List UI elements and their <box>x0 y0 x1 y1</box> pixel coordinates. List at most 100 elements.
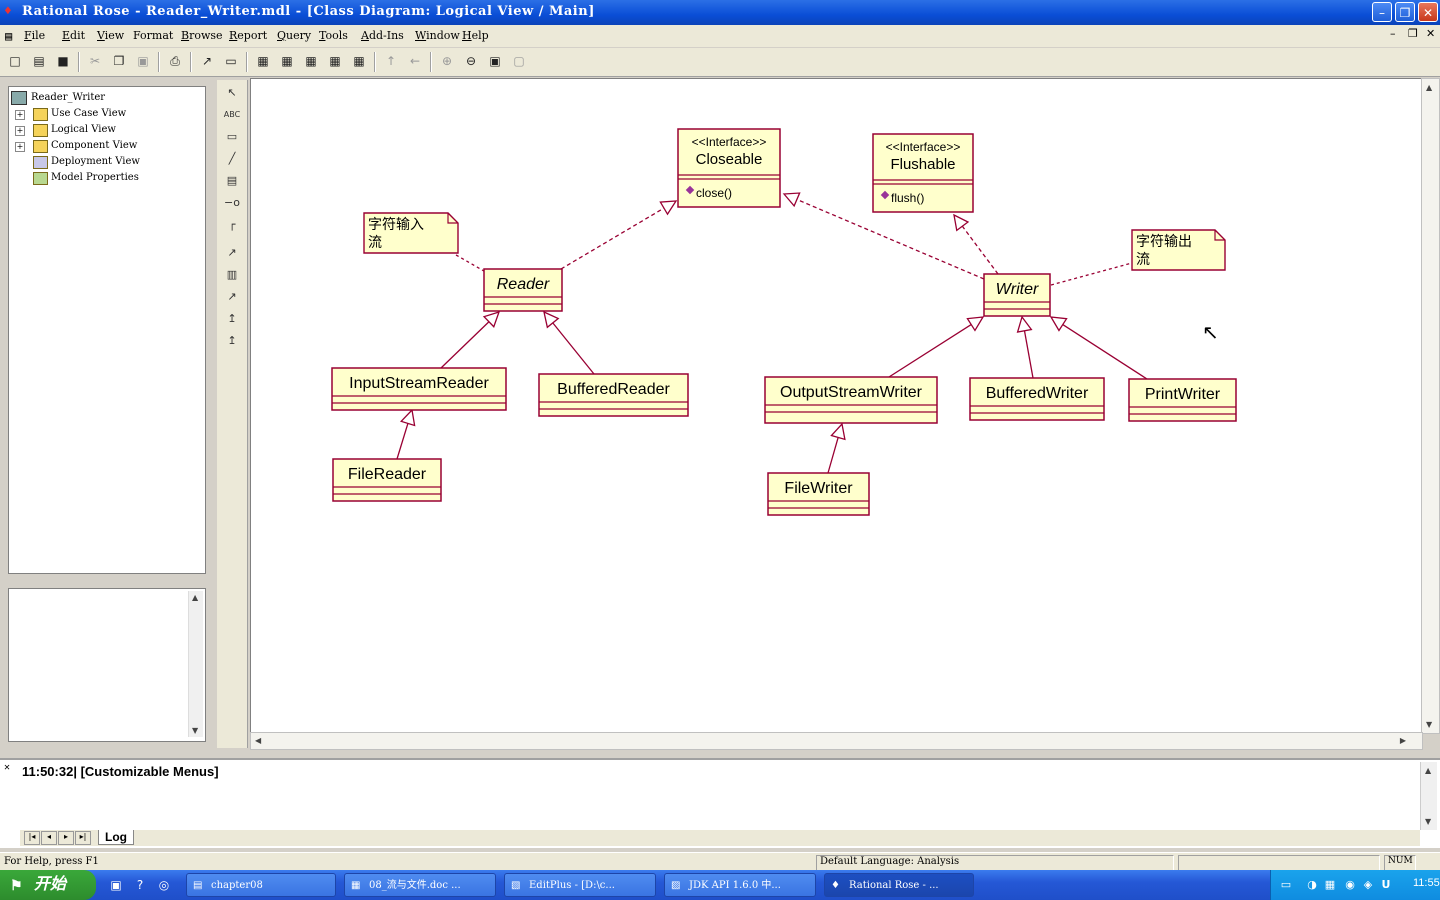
realize-tool-icon[interactable]: ↥ <box>227 334 237 347</box>
menu-edit[interactable]: Edit <box>62 29 85 42</box>
documentation-pane[interactable]: ▲ ▼ <box>8 588 206 742</box>
browse-interaction-diagram-icon[interactable]: ▦ <box>281 54 293 68</box>
taskbar-button[interactable]: ▧EditPlus - [D:\c... <box>504 873 656 897</box>
class-bufferedwriter[interactable]: BufferedWriter <box>969 377 1105 421</box>
menu-window[interactable]: Window <box>415 29 460 42</box>
save-icon[interactable]: ■ <box>57 54 69 68</box>
menu-help[interactable]: Help <box>462 29 489 42</box>
shield-icon[interactable]: ◈ <box>1363 878 1373 891</box>
browse-parent-icon[interactable]: ↑ <box>385 54 397 68</box>
menu-query[interactable]: Query <box>277 29 311 42</box>
help-icon[interactable]: ? <box>136 878 144 892</box>
text-box-tool-icon[interactable]: ABC <box>223 110 241 119</box>
package-tool-icon[interactable]: ▥ <box>226 268 238 281</box>
class-bufferedreader[interactable]: BufferedReader <box>538 373 689 417</box>
taskbar-button[interactable]: ▤chapter08 <box>186 873 336 897</box>
close-button[interactable]: ✕ <box>1418 2 1438 22</box>
generalize-bufferedreader-reader[interactable] <box>543 310 595 375</box>
note-anchor-output[interactable] <box>1050 262 1133 286</box>
restore-button[interactable]: ❐ <box>1395 2 1415 22</box>
update-icon[interactable]: U <box>1381 878 1391 891</box>
rational-rose-icon[interactable]: ♦ <box>4 4 12 19</box>
class-filereader[interactable]: FileReader <box>332 458 442 502</box>
scroll-down-icon[interactable]: ▼ <box>1426 720 1433 729</box>
document-icon[interactable]: ▤ <box>5 29 13 43</box>
dependency-tool-icon[interactable]: ↗ <box>227 290 237 303</box>
child-minimize-button[interactable]: – <box>1390 27 1396 40</box>
show-desktop-icon[interactable]: ▣ <box>110 878 122 892</box>
unidirectional-association-tool-icon[interactable]: ↗ <box>227 246 237 259</box>
copy-icon[interactable]: ❐ <box>113 54 125 68</box>
browser-tree[interactable]: Reader_Writer +Use Case View+Logical Vie… <box>8 86 206 574</box>
view-documentation-icon[interactable]: ▭ <box>225 54 237 68</box>
canvas-vertical-scrollbar[interactable]: ▲ ▼ <box>1421 78 1440 734</box>
log-scrollbar[interactable]: ▲ ▼ <box>1420 762 1437 830</box>
expand-icon[interactable]: + <box>15 110 25 120</box>
selection-tool-icon[interactable]: ↖ <box>227 86 237 99</box>
fit-in-window-icon[interactable]: ▣ <box>489 54 501 68</box>
log-close-icon[interactable]: ✕ <box>4 762 11 773</box>
menu-tools[interactable]: Tools <box>319 29 348 42</box>
generalize-outputstreamwriter-writer[interactable] <box>888 316 985 378</box>
generalize-inputstreamreader-reader[interactable] <box>440 310 501 369</box>
realize-reader-closeable[interactable] <box>560 200 678 270</box>
browse-deployment-diagram-icon[interactable]: ▦ <box>329 54 341 68</box>
note-tool-icon[interactable]: ▭ <box>226 130 238 143</box>
log-nav-button[interactable]: ▸ <box>58 831 74 845</box>
note-anchor-input[interactable] <box>455 254 485 272</box>
browse-previous-icon[interactable]: ← <box>409 54 421 68</box>
browse-component-diagram-icon[interactable]: ▦ <box>305 54 317 68</box>
class-reader[interactable]: Reader <box>483 268 563 312</box>
menu-file[interactable]: File <box>24 29 45 42</box>
log-nav-button[interactable]: |◂ <box>24 831 40 845</box>
anchor-note-tool-icon[interactable]: ╱ <box>228 152 236 165</box>
generalization-tool-icon[interactable]: ↥ <box>227 312 237 325</box>
log-tab[interactable]: Log <box>98 830 134 845</box>
taskbar-button[interactable]: ▦08_流与文件.doc ... <box>344 873 496 897</box>
scroll-left-icon[interactable]: ◀ <box>255 736 262 745</box>
child-close-button[interactable]: ✕ <box>1426 27 1436 40</box>
scroll-down-icon[interactable]: ▼ <box>1425 817 1432 826</box>
paste-icon[interactable]: ▣ <box>137 54 149 68</box>
class-tool-icon[interactable]: ▤ <box>226 174 238 187</box>
ime-icon[interactable]: ◑ <box>1307 878 1317 891</box>
open-folder-icon[interactable]: ▤ <box>33 54 45 68</box>
taskbar-button[interactable]: ▨JDK API 1.6.0 中... <box>664 873 816 897</box>
tree-item-deployment-view[interactable]: Deployment View <box>9 155 199 171</box>
realize-writer-flushable[interactable] <box>953 213 999 275</box>
scroll-up-icon[interactable]: ▲ <box>1425 766 1432 775</box>
menu-report[interactable]: Report <box>229 29 267 42</box>
class-printwriter[interactable]: PrintWriter <box>1128 378 1237 422</box>
keyboard-icon[interactable]: ▭ <box>1280 878 1292 891</box>
scroll-right-icon[interactable]: ▶ <box>1399 736 1406 745</box>
tree-item-logical-view[interactable]: +Logical View <box>9 123 199 139</box>
tree-item-use-case-view[interactable]: +Use Case View <box>9 107 199 123</box>
zoom-out-icon[interactable]: ⊖ <box>465 54 477 68</box>
scroll-up-icon[interactable]: ▲ <box>1426 83 1433 92</box>
diagram-svg[interactable]: <<Interface>>Closeableclose()<<Interface… <box>251 79 1421 733</box>
scroll-up-icon[interactable]: ▲ <box>192 593 199 602</box>
cut-icon[interactable]: ✂ <box>89 54 101 68</box>
generalize-filewriter-outputstreamwriter[interactable] <box>827 422 846 474</box>
class-writer[interactable]: Writer <box>983 273 1051 317</box>
undo-fit-icon[interactable]: ▢ <box>513 54 525 68</box>
menu-add-ins[interactable]: Add-Ins <box>361 29 404 42</box>
context-help-icon[interactable]: ↗ <box>201 54 213 68</box>
scroll-down-icon[interactable]: ▼ <box>192 726 199 735</box>
title-bar[interactable]: ♦ Rational Rose - Reader_Writer.mdl - [C… <box>0 0 1440 25</box>
realize-writer-closeable[interactable] <box>782 192 985 280</box>
minimize-button[interactable]: – <box>1372 2 1392 22</box>
network-icon[interactable]: ▦ <box>1324 878 1336 891</box>
zoom-in-icon[interactable]: ⊕ <box>441 54 453 68</box>
tree-root[interactable]: Reader_Writer <box>9 91 199 107</box>
child-restore-button[interactable]: ❐ <box>1408 27 1418 40</box>
interface-tool-icon[interactable]: −o <box>224 196 240 209</box>
generalize-printwriter-writer[interactable] <box>1049 316 1148 380</box>
generalize-bufferedwriter-writer[interactable] <box>1016 315 1034 379</box>
log-nav-button[interactable]: ◂ <box>41 831 57 845</box>
canvas-horizontal-scrollbar[interactable]: ◀ ▶ <box>250 732 1423 750</box>
taskbar-button[interactable]: ♦Rational Rose - ... <box>824 873 974 897</box>
